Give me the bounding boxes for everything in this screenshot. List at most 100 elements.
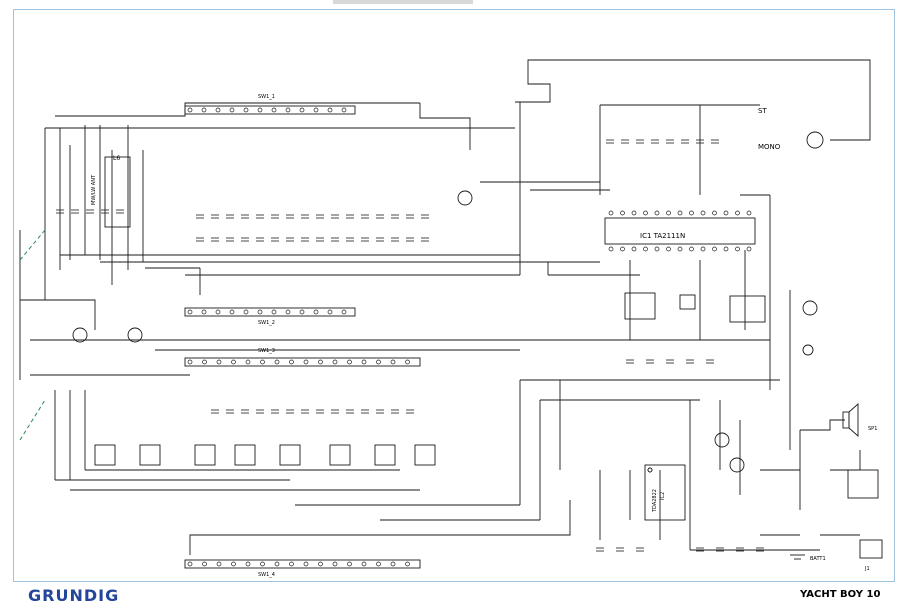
capacitor: [331, 237, 339, 242]
wire: [800, 419, 845, 431]
capacitor: [271, 214, 279, 219]
pin: [243, 309, 249, 315]
capacitor: [196, 237, 204, 242]
pin: [631, 246, 637, 252]
transistor-q2: [457, 190, 473, 206]
transistor-q6: [714, 432, 730, 448]
capacitor: [316, 409, 324, 414]
wire: [830, 450, 861, 471]
pin: [327, 309, 333, 315]
pin: [201, 309, 207, 315]
pin: [303, 561, 309, 567]
pin: [361, 561, 367, 567]
pin: [271, 309, 277, 315]
capacitor: [211, 237, 219, 242]
if-coil: [234, 444, 256, 466]
transistor-q3: [127, 327, 143, 343]
capacitor: [56, 209, 64, 214]
pin: [700, 210, 706, 216]
pin: [245, 359, 251, 365]
capacitor: [391, 214, 399, 219]
capacitor: [346, 409, 354, 414]
capacitor: [361, 409, 369, 414]
transistor-q4: [72, 327, 88, 343]
capacitor: [346, 237, 354, 242]
pin: [187, 107, 193, 113]
pin: [666, 246, 671, 252]
capacitor: [301, 237, 309, 242]
capacitor: [71, 209, 79, 214]
capacitor: [256, 214, 264, 219]
pin: [390, 561, 396, 567]
ic1-label: IC1 TA2111N: [640, 232, 685, 240]
capacitor: [301, 214, 309, 219]
ic-pin-rows: [187, 107, 752, 567]
pin: [654, 210, 660, 216]
capacitor: [646, 359, 654, 364]
pin: [647, 467, 653, 473]
capacitor: [226, 237, 234, 242]
transistor-q5: [802, 300, 818, 316]
pin: [700, 246, 706, 252]
jack-j2: [847, 469, 879, 499]
pin: [677, 246, 683, 252]
capacitor: [286, 214, 294, 219]
pin: [257, 107, 263, 113]
capacitor: [376, 237, 384, 242]
if-coil: [139, 444, 161, 466]
pin: [245, 561, 251, 567]
pin: [318, 561, 323, 567]
capacitor: [616, 547, 624, 552]
ic2-body: [644, 464, 686, 521]
switch-sw1-1: [184, 105, 356, 115]
pin: [260, 561, 265, 567]
capacitor: [706, 359, 714, 364]
pin: [376, 561, 381, 567]
pin: [202, 359, 207, 365]
capacitor: [316, 237, 324, 242]
model-name: YACHT BOY 10: [800, 589, 881, 600]
if-coil: [279, 444, 301, 466]
pin: [689, 210, 694, 216]
if-coil: [329, 444, 351, 466]
capacitor: [596, 547, 604, 552]
pin: [187, 359, 193, 365]
capacitor: [686, 359, 694, 364]
pin: [631, 210, 637, 216]
filter-cf1: [624, 292, 656, 320]
sw1-4-label: SW1_4: [258, 572, 275, 578]
wire: [515, 59, 871, 141]
antenna-dashed: [19, 229, 46, 261]
filter-cf3: [679, 294, 696, 310]
sw1-2-label: SW1_2: [258, 320, 275, 326]
capacitor: [681, 139, 689, 144]
pin: [215, 309, 221, 315]
capacitor: [316, 214, 324, 219]
capacitor: [361, 237, 369, 242]
capacitor: [421, 214, 429, 219]
pin: [341, 107, 347, 113]
pin: [229, 309, 235, 315]
pin: [289, 359, 294, 365]
battery-label: BATT1: [810, 556, 826, 562]
pin: [299, 107, 305, 113]
switch-sw1-4: [184, 559, 421, 569]
speaker-label: SP1: [868, 426, 877, 432]
capacitor: [376, 409, 384, 414]
pin: [376, 359, 381, 365]
st-label: ST: [758, 107, 767, 115]
switch-sw1-2: [184, 307, 356, 317]
capacitor: [696, 139, 704, 144]
pin: [299, 309, 305, 315]
pin: [187, 309, 193, 315]
pin: [231, 359, 236, 365]
pin: [187, 561, 193, 567]
pin: [620, 246, 625, 252]
pin: [243, 107, 249, 113]
capacitor: [211, 214, 219, 219]
capacitor-groups: [56, 139, 764, 552]
if-coil: [414, 444, 436, 466]
capacitor: [666, 139, 674, 144]
pin: [643, 246, 648, 252]
